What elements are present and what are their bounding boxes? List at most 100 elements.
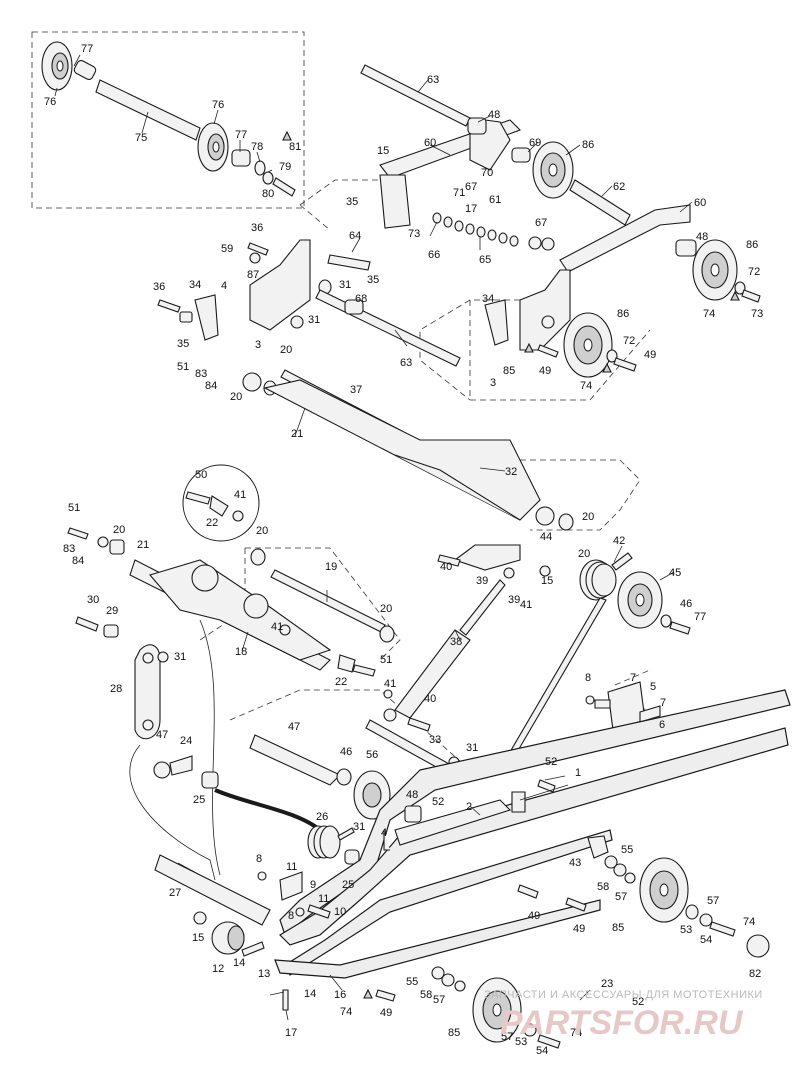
- slide-rails: [274, 689, 791, 979]
- callout: 20: [380, 603, 392, 615]
- shock-spring-group: [383, 544, 691, 755]
- callout: 22: [206, 517, 218, 529]
- spring-loop-18: [191, 564, 219, 592]
- callout: 74: [340, 1006, 352, 1018]
- callout: 51: [177, 361, 189, 373]
- callout: 80: [262, 188, 274, 200]
- bolt-36-left: [157, 299, 181, 313]
- washer-72-upper: [734, 281, 746, 295]
- bushing-48-rail: [404, 805, 422, 823]
- washer-53-right: [699, 913, 713, 927]
- bushing-20-left: [242, 372, 262, 392]
- strap-26: [214, 788, 322, 832]
- callout: 64: [349, 230, 361, 242]
- bushing-20-shaft-right: [379, 625, 395, 643]
- callout: 70: [481, 167, 493, 179]
- callout: 31: [466, 742, 478, 754]
- washer-83-left: [97, 536, 109, 548]
- callout: 58: [420, 989, 432, 1001]
- callout: 52: [632, 996, 644, 1008]
- callout: 6: [659, 719, 665, 731]
- callout: 37: [350, 384, 362, 396]
- callout: 81: [289, 141, 301, 153]
- axle-75: [95, 79, 201, 141]
- wheel-45: [617, 571, 663, 629]
- callout: 84: [205, 380, 217, 392]
- wheel-56: [353, 770, 391, 820]
- callout: 25: [342, 879, 354, 891]
- plate-52: [511, 791, 526, 813]
- nut-41-shock: [383, 689, 393, 699]
- callout: 71: [453, 187, 465, 199]
- callout: 53: [680, 924, 692, 936]
- wheel-85-lower: [472, 977, 522, 1043]
- callout: 65: [479, 254, 491, 266]
- rail-2: [279, 727, 789, 946]
- callout: 5: [650, 681, 656, 693]
- callout: 38: [450, 636, 462, 648]
- callout: 41: [520, 599, 532, 611]
- callout: 57: [433, 994, 445, 1006]
- wheel-86-right-upper: [692, 239, 738, 301]
- callout: 51: [380, 654, 392, 666]
- bolt-73-upper: [741, 289, 761, 303]
- watermark-logo: PARTSFOR.RU: [500, 1004, 744, 1042]
- bushing-20-shaft-left: [250, 548, 266, 566]
- washer-57-right: [685, 904, 699, 920]
- arm-32-rib: [394, 454, 521, 521]
- callout: 14: [304, 988, 316, 1000]
- bolt-10: [307, 904, 331, 919]
- rail-bracket-2: [394, 799, 512, 846]
- nut-35-left: [179, 311, 193, 323]
- callout: 73: [408, 228, 420, 240]
- wheel-85-right: [639, 857, 689, 923]
- callout: 69: [529, 137, 541, 149]
- nut-41-arm: [279, 624, 291, 636]
- callout: 17: [465, 203, 477, 215]
- callout: 15: [192, 932, 204, 944]
- grease-fitting-74-slide: [363, 988, 373, 999]
- callout: 85: [448, 1027, 460, 1039]
- callout: 54: [700, 934, 712, 946]
- rear-idler-shaft-group: [41, 41, 296, 197]
- callout: 60: [694, 197, 706, 209]
- callout: 34: [482, 293, 494, 305]
- front-lower-group: [154, 830, 396, 1011]
- washer-57-lower: [454, 980, 466, 992]
- callout: 11: [318, 893, 329, 905]
- nut-15-shock: [539, 565, 551, 577]
- callout: 41: [271, 621, 283, 633]
- washer-row-65: [432, 212, 555, 251]
- shaft-63-lower: [315, 289, 461, 367]
- bracket-73: [379, 174, 411, 229]
- callout: 9: [310, 879, 316, 891]
- callout: 76: [44, 96, 56, 108]
- callout: 4: [221, 280, 227, 292]
- pin-64: [327, 254, 371, 271]
- bolt-49-bracket: [537, 344, 559, 358]
- callout: 86: [617, 308, 629, 320]
- rail-bracket-right: [585, 681, 661, 739]
- callout: 74: [570, 1027, 582, 1039]
- slide-16-front: [284, 829, 613, 976]
- washer-78: [254, 160, 266, 176]
- callout: 28: [110, 683, 122, 695]
- callout: 7: [630, 672, 636, 684]
- washer-59: [249, 252, 261, 264]
- bolt-30: [75, 616, 99, 632]
- callout: 60: [424, 137, 436, 149]
- callout: 54: [536, 1045, 548, 1057]
- callout: 29: [106, 605, 118, 617]
- spacer-77-right: [231, 149, 251, 167]
- callout: 58: [597, 881, 609, 893]
- rear-idler-group-frame: [31, 31, 305, 209]
- callout: 63: [400, 357, 412, 369]
- callout: 23: [601, 978, 613, 990]
- nut-39: [503, 567, 515, 579]
- bolt-49-rail-b: [565, 897, 587, 912]
- callout: 45: [669, 567, 681, 579]
- shaft-62: [569, 179, 631, 226]
- callout: 31: [308, 314, 320, 326]
- callout: 74: [580, 380, 592, 392]
- bushing-29: [103, 624, 119, 638]
